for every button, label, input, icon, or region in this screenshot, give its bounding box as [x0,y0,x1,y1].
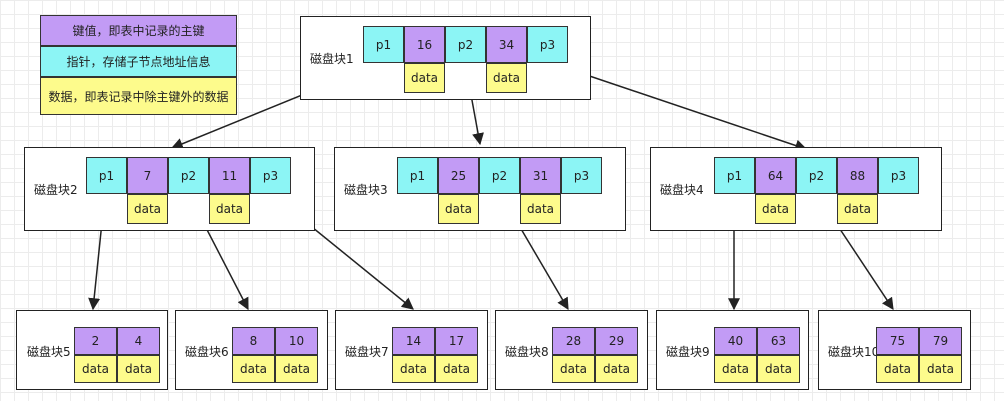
key-cell: 17 [435,327,478,355]
pointer-p2: p2 [168,157,209,194]
data-cell: data [209,194,250,224]
data-cell: data [486,63,527,93]
disk-block-1: 磁盘块1 p1 16 p2 34 p3 data data [300,16,591,100]
key-cell: 75 [876,327,919,355]
key-cell: 10 [275,327,318,355]
data-cell: data [392,355,435,383]
key-cell: 11 [209,157,250,194]
pointer-p3: p3 [878,157,919,194]
block-label: 磁盘块2 [34,183,78,197]
disk-block-9: 磁盘块9 40 63 data data [656,310,809,390]
data-cell: data [876,355,919,383]
disk-block-5: 磁盘块5 2 4 data data [16,310,168,390]
data-cell: data [404,63,445,93]
disk-block-10: 磁盘块10 75 79 data data [818,310,971,390]
key-cell: 4 [117,327,160,355]
pointer-p1: p1 [86,157,127,194]
key-cell: 88 [837,157,878,194]
disk-block-3: 磁盘块3 p1 25 p2 31 p3 data data [334,147,626,231]
pointer-p1: p1 [397,157,438,194]
data-cell: data [232,355,275,383]
data-cell: data [714,355,757,383]
legend-key-text: 键值，即表中记录的主键 [72,24,205,38]
key-cell: 34 [486,26,527,63]
data-cell: data [919,355,962,383]
block-label: 磁盘块8 [505,345,549,359]
disk-block-2: 磁盘块2 p1 7 p2 11 p3 data data [24,147,315,231]
data-cell: data [595,355,638,383]
pointer-p3: p3 [561,157,602,194]
data-cell: data [117,355,160,383]
legend-pointer: 指针，存储子节点地址信息 [40,46,237,77]
pointer-p1: p1 [363,26,404,63]
block-label: 磁盘块7 [345,345,389,359]
key-cell: 16 [404,26,445,63]
data-cell: data [435,355,478,383]
block-label: 磁盘块1 [310,52,354,66]
key-cell: 29 [595,327,638,355]
data-cell: data [74,355,117,383]
key-cell: 28 [552,327,595,355]
data-cell: data [552,355,595,383]
key-cell: 31 [520,157,561,194]
pointer-p1: p1 [714,157,755,194]
pointer-p2: p2 [796,157,837,194]
key-cell: 64 [755,157,796,194]
pointer-p3: p3 [250,157,291,194]
disk-block-7: 磁盘块7 14 17 data data [335,310,488,390]
key-cell: 79 [919,327,962,355]
key-cell: 25 [438,157,479,194]
data-cell: data [755,194,796,224]
data-cell: data [837,194,878,224]
key-cell: 63 [757,327,800,355]
key-cell: 8 [232,327,275,355]
data-cell: data [520,194,561,224]
legend-data: 数据，即表记录中除主键外的数据 [40,77,237,115]
data-cell: data [438,194,479,224]
key-cell: 7 [127,157,168,194]
arrow-root-p3 [547,61,808,152]
pointer-p2: p2 [479,157,520,194]
key-cell: 40 [714,327,757,355]
key-cell: 14 [392,327,435,355]
key-cell: 2 [74,327,117,355]
legend-data-text: 数据，即表记录中除主键外的数据 [48,89,229,104]
disk-block-6: 磁盘块6 8 10 data data [175,310,328,390]
block-label: 磁盘块6 [185,345,229,359]
block-label: 磁盘块5 [27,345,71,359]
pointer-p3: p3 [527,26,568,63]
legend-key: 键值，即表中记录的主键 [40,15,237,46]
block-label: 磁盘块9 [666,345,710,359]
legend-pointer-text: 指针，存储子节点地址信息 [66,55,211,69]
block-label: 磁盘块4 [660,183,704,197]
block-label: 磁盘块10 [828,345,880,359]
pointer-p2: p2 [445,26,486,63]
block-label: 磁盘块3 [344,183,388,197]
disk-block-8: 磁盘块8 28 29 data data [495,310,648,390]
disk-block-4: 磁盘块4 p1 64 p2 88 p3 data data [650,147,942,231]
data-cell: data [275,355,318,383]
data-cell: data [127,194,168,224]
data-cell: data [757,355,800,383]
